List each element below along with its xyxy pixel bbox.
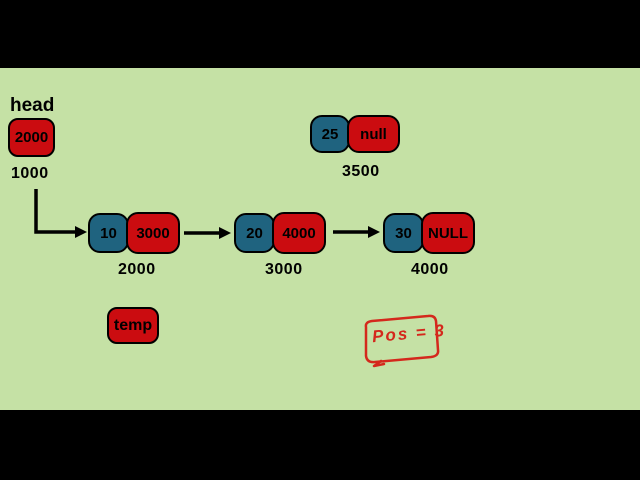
head-address-label: 1000 <box>11 165 49 182</box>
temp-pointer-box: temp <box>107 307 159 344</box>
node1-to-node2-arrow <box>184 227 231 239</box>
head-to-node1-arrow <box>34 189 87 238</box>
node1-address-label: 2000 <box>118 261 156 278</box>
node2-data-cell: 20 <box>234 213 275 253</box>
linked-list-node-1: 10 3000 <box>88 212 180 254</box>
node1-next-cell: 3000 <box>126 212 180 254</box>
node3-data-cell: 30 <box>383 213 424 253</box>
head-pointer-box: 2000 <box>8 118 55 157</box>
node3-next-cell: NULL <box>421 212 475 254</box>
head-label: head <box>10 95 55 116</box>
node1-data-cell: 10 <box>88 213 129 253</box>
linked-list-node-2: 20 4000 <box>234 212 326 254</box>
letterbox-bottom <box>0 410 640 480</box>
floating-node: 25 null <box>310 115 400 153</box>
letterbox-top <box>0 0 640 68</box>
node2-to-node3-arrow <box>333 226 380 238</box>
floating-node-next-cell: null <box>347 115 400 153</box>
floating-node-data-cell: 25 <box>310 115 350 153</box>
node2-address-label: 3000 <box>265 261 303 278</box>
linked-list-node-3: 30 NULL <box>383 212 475 254</box>
node3-address-label: 4000 <box>411 261 449 278</box>
node2-next-cell: 4000 <box>272 212 326 254</box>
annotation-pos-text: Pos = 3 <box>371 320 447 347</box>
floating-node-address-label: 3500 <box>342 163 380 180</box>
